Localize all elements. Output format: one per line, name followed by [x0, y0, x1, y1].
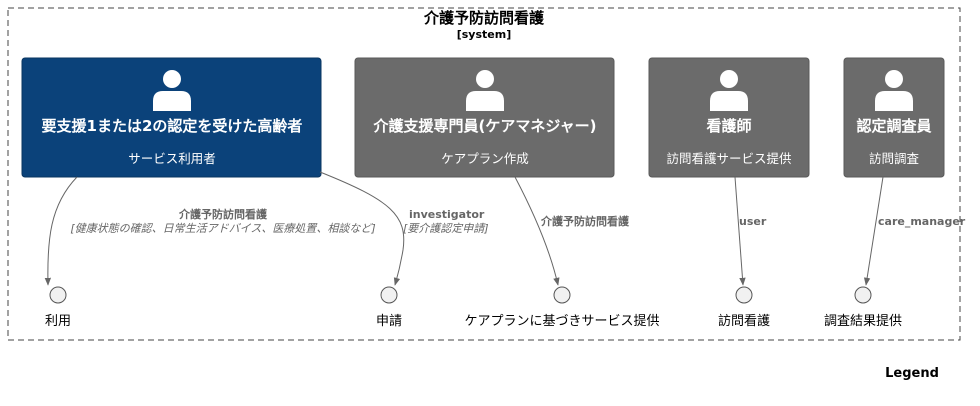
actor-description: ケアプラン作成 [441, 151, 529, 166]
usecase-result-label: 調査結果提供 [824, 313, 902, 329]
actor-investigator-box [843, 57, 945, 178]
edge-cm-to-plan [514, 176, 560, 286]
edge-label: 介護予防訪問看護 [178, 207, 268, 221]
usecase-visit-label: 訪問看護 [718, 313, 770, 329]
actor-care-manager-box [354, 57, 615, 178]
usecase-apply-label: 申請 [376, 314, 402, 329]
system-stereotype: [system] [457, 28, 512, 41]
actor-name: 看護師 [706, 117, 751, 135]
edge-user-to-apply [319, 171, 405, 286]
usecase-plan-label: ケアプランに基づきサービス提供 [464, 313, 659, 329]
system-boundary [7, 7, 961, 341]
edge-label: user [739, 215, 767, 228]
edge-label: 介護予防訪問看護 [540, 214, 630, 228]
usecase-apply-node[interactable] [380, 286, 398, 304]
edge-technology: [要介護認定申請] [403, 222, 489, 235]
edge-user-to-use [44, 176, 78, 286]
usecase-visit-node[interactable] [735, 286, 753, 304]
actor-description: 訪問調査 [869, 151, 920, 166]
actor-investigator[interactable]: 認定調査員 訪問調査 [843, 57, 945, 178]
actor-elderly-user-box [21, 57, 322, 178]
actor-description: 訪問看護サービス提供 [666, 151, 791, 166]
actor-name: 認定調査員 [856, 117, 931, 135]
actor-name: 介護支援専門員(ケアマネジャー) [373, 117, 597, 135]
actor-description: サービス利用者 [128, 151, 216, 166]
actor-nurse-box [648, 57, 810, 178]
legend-title: Legend [885, 366, 939, 381]
edge-investigator-to-result [863, 176, 884, 286]
usecase-use-node[interactable] [49, 286, 67, 304]
usecase-use-label: 利用 [45, 314, 71, 329]
system-title: 介護予防訪問看護 [423, 9, 545, 27]
edge-technology: [健康状態の確認、日常生活アドバイス、医療処置、相談など] [70, 222, 375, 235]
usecase-plan-node[interactable] [553, 286, 571, 304]
edge-label: care_manager [878, 215, 966, 228]
usecase-result-node[interactable] [854, 286, 872, 304]
edge-nurse-to-visit [734, 176, 746, 286]
actor-name: 要支援1または2の認定を受けた高齢者 [42, 117, 303, 135]
actor-nurse[interactable]: 看護師 訪問看護サービス提供 [648, 57, 810, 178]
actor-elderly-user[interactable]: 要支援1または2の認定を受けた高齢者 サービス利用者 [21, 57, 322, 178]
edge-label: investigator [409, 208, 485, 221]
actor-care-manager[interactable]: 介護支援専門員(ケアマネジャー) ケアプラン作成 [354, 57, 615, 178]
